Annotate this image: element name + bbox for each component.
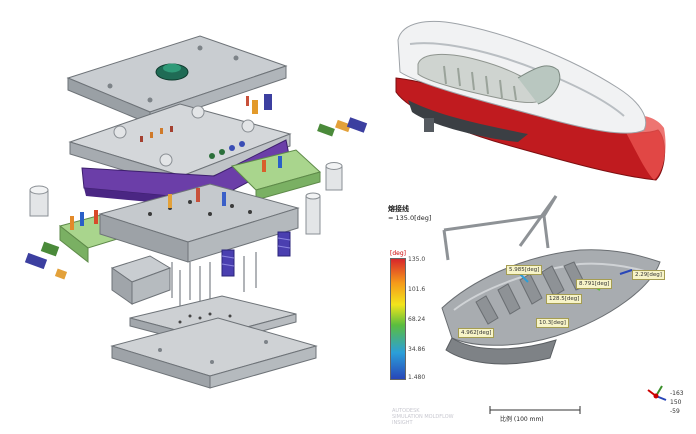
guide-pillars bbox=[29, 162, 343, 235]
side-lifter bbox=[40, 241, 60, 257]
colorbar-tick: 135.0 bbox=[408, 256, 426, 263]
ejector-pins bbox=[171, 252, 257, 310]
side-lifter bbox=[335, 119, 351, 133]
result-title: 熔接线 bbox=[388, 205, 409, 213]
result-value: = 135.0[deg] bbox=[388, 214, 432, 222]
guide-block bbox=[252, 100, 258, 114]
view-coordinate: -59 bbox=[670, 408, 680, 415]
side-lifter bbox=[317, 123, 335, 137]
guide-block bbox=[264, 94, 272, 110]
core-plate bbox=[98, 183, 300, 263]
colorbar-tick: 101.6 bbox=[408, 286, 426, 293]
return-springs bbox=[221, 231, 291, 277]
weld-annotation: 2.29[deg] bbox=[632, 270, 665, 280]
part-ribs bbox=[475, 261, 587, 325]
exploded-mold-assembly bbox=[24, 35, 368, 389]
scale-label: 比例 (100 mm) bbox=[500, 416, 544, 423]
weld-line-simulation: 熔接线 = 135.0[deg] [deg] 135.0 101.6 68.24… bbox=[380, 190, 696, 434]
view-coordinate: -163 bbox=[670, 390, 684, 397]
reflector-ribs bbox=[443, 65, 517, 101]
weld-annotation: 4.962[deg] bbox=[458, 328, 495, 338]
part-mesh-view bbox=[441, 195, 667, 414]
weld-annotation: 128.5[deg] bbox=[546, 294, 583, 304]
slider-core-right bbox=[231, 149, 321, 201]
runner-system bbox=[442, 195, 558, 261]
colorbar-tick: 68.24 bbox=[408, 316, 426, 323]
weld-annotation: 5.985[deg] bbox=[506, 265, 543, 275]
side-lifter bbox=[24, 252, 48, 270]
colorbar-unit: [deg] bbox=[390, 250, 406, 257]
tail-lamp-part-render bbox=[388, 0, 696, 190]
view-coordinate: 150 bbox=[670, 399, 682, 406]
mold-illustration bbox=[24, 35, 368, 389]
lamp-base bbox=[408, 100, 528, 142]
colorbar bbox=[390, 258, 406, 380]
guide-pin bbox=[246, 96, 249, 106]
colorbar-tick: 1.480 bbox=[408, 374, 426, 381]
lamp-illustration bbox=[395, 20, 666, 181]
weld-annotation: 8.791[deg] bbox=[576, 279, 613, 289]
side-lifter bbox=[346, 117, 368, 133]
software-watermark: AUTODESK SIMULATION MOLDFLOW INSIGHT bbox=[392, 408, 454, 426]
bottom-clamp-plate bbox=[110, 317, 318, 389]
axis-triad-icon bbox=[647, 385, 667, 401]
colorbar-tick: 34.86 bbox=[408, 346, 426, 353]
side-lifter bbox=[54, 268, 68, 280]
weld-annotation: 10.3[deg] bbox=[536, 318, 569, 328]
